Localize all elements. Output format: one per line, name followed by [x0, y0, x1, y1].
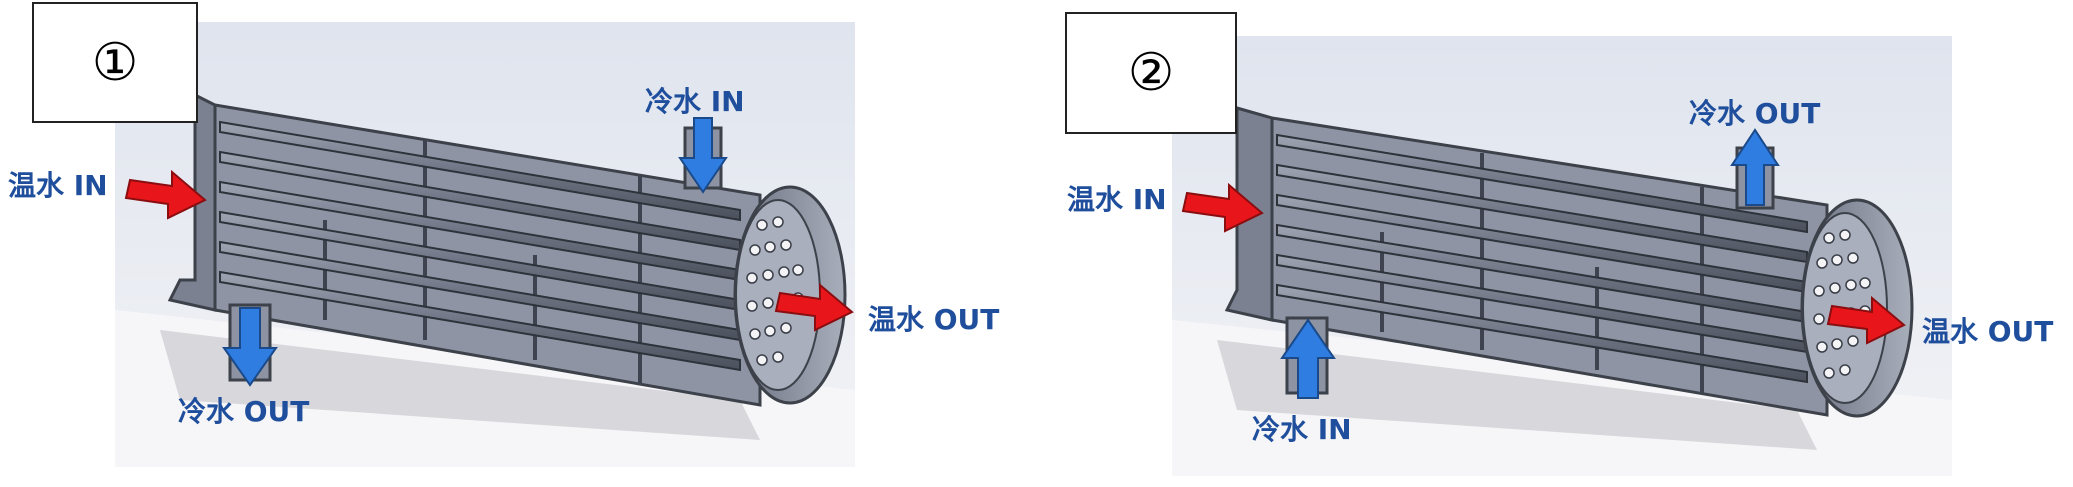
panel-number-text: ②	[1127, 43, 1175, 103]
hot-out-label: 温水 OUT	[868, 303, 1000, 336]
tube-sheet	[167, 92, 217, 312]
hot-out-arrow	[1826, 295, 1906, 345]
panel-number: ①	[32, 2, 198, 123]
cold-bottom-arrow	[222, 307, 278, 387]
tube-holes	[1813, 229, 1871, 379]
shadow	[1217, 340, 1817, 450]
hot-in-arrow	[124, 169, 207, 220]
heat-exchanger-cutaway-1	[115, 22, 855, 467]
hot-in-label: 温水 IN	[8, 169, 108, 202]
cold-bottom-label: 冷水 IN	[1252, 413, 1352, 446]
tube-holes	[746, 216, 804, 366]
tube-bundle	[219, 120, 741, 372]
heat-exchanger-cutaway-2	[1172, 36, 1952, 476]
cold-top-label: 冷水 OUT	[1689, 97, 1821, 130]
hot-out-arrow	[774, 282, 854, 332]
diagram-panel-1: ① 温水 IN 温水 OUT 冷水 IN 冷水 OUT	[0, 0, 1036, 487]
hot-in-label: 温水 IN	[1067, 183, 1167, 216]
panel-number: ②	[1065, 12, 1237, 134]
panel-number-text: ①	[91, 32, 139, 93]
cold-bottom-label: 冷水 OUT	[178, 395, 310, 428]
cold-top-arrow	[1730, 128, 1780, 206]
cold-top-label: 冷水 IN	[645, 85, 745, 118]
cold-top-arrow	[678, 117, 728, 194]
diagram-panel-2: ② 温水 IN 温水 OUT 冷水 OUT 冷水 IN	[1037, 0, 2073, 487]
cold-bottom-arrow	[1280, 318, 1336, 399]
shadow	[160, 330, 760, 440]
hot-out-label: 温水 OUT	[1922, 315, 2054, 348]
hot-in-arrow	[1181, 182, 1264, 233]
